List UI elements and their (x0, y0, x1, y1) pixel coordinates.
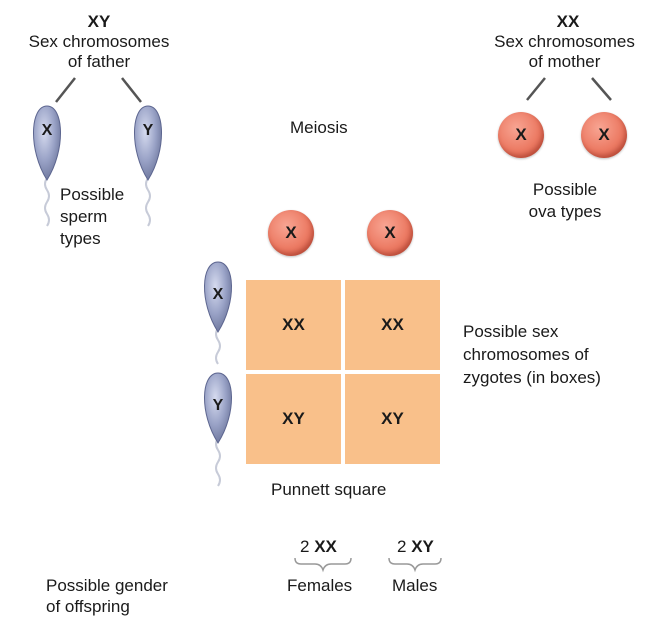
punnett-column-ovum: X (268, 210, 314, 256)
sperm-caption-line3: types (60, 229, 101, 249)
punnett-cell: XY (345, 374, 440, 464)
zygote-caption-line3: zygotes (in boxes) (463, 368, 601, 388)
mother-branch-line-left (527, 78, 545, 100)
male-label: Males (392, 576, 437, 596)
punnett-row-sperm-label: X (202, 286, 234, 304)
ovum: X (581, 112, 627, 158)
father-branch-line-left (56, 78, 75, 102)
father-branch-line-right (122, 78, 141, 102)
punnett-column-ovum: X (367, 210, 413, 256)
punnett-row-sperm-label: Y (202, 397, 234, 415)
female-genotype: XX (314, 537, 337, 556)
punnett-square-label: Punnett square (271, 480, 386, 500)
offspring-caption-line1: Possible gender (46, 576, 168, 596)
offspring-caption-line2: of offspring (46, 597, 130, 617)
mother-branch-line-right (592, 78, 611, 100)
sperm-caption-line1: Possible (60, 185, 124, 205)
sperm-caption-line2: sperm (60, 207, 107, 227)
sperm-tail (146, 178, 150, 226)
sperm-tail (216, 328, 220, 364)
sperm-chromosome-label: Y (132, 122, 164, 140)
ova-caption-line1: Possible (500, 180, 630, 200)
male-count: 2 XY (397, 537, 434, 557)
father-caption-line2: of father (0, 52, 198, 72)
sperm-chromosome-label: X (31, 122, 63, 140)
female-label: Females (287, 576, 352, 596)
punnett-cell: XX (345, 280, 440, 370)
ovum: X (498, 112, 544, 158)
mother-caption-line2: of mother (468, 52, 661, 72)
father-genotype: XY (49, 12, 149, 32)
meiosis-label: Meiosis (290, 118, 348, 138)
mother-caption-line1: Sex chromosomes (468, 32, 661, 52)
sperm-tail (45, 178, 49, 226)
zygote-caption-line1: Possible sex (463, 322, 558, 342)
sperm-tail (216, 438, 220, 486)
female-count: 2 XX (300, 537, 337, 557)
zygote-caption-line2: chromosomes of (463, 345, 589, 365)
female-count-number: 2 (300, 537, 309, 556)
mother-genotype: XX (518, 12, 618, 32)
male-genotype: XY (411, 537, 434, 556)
ova-caption-line2: ova types (500, 202, 630, 222)
male-count-number: 2 (397, 537, 406, 556)
father-caption-line1: Sex chromosomes (0, 32, 198, 52)
sperm-head (33, 106, 60, 180)
punnett-cell: XX (246, 280, 341, 370)
male-brace (389, 558, 441, 570)
female-brace (295, 558, 351, 570)
sperm-head (134, 106, 161, 180)
punnett-cell: XY (246, 374, 341, 464)
